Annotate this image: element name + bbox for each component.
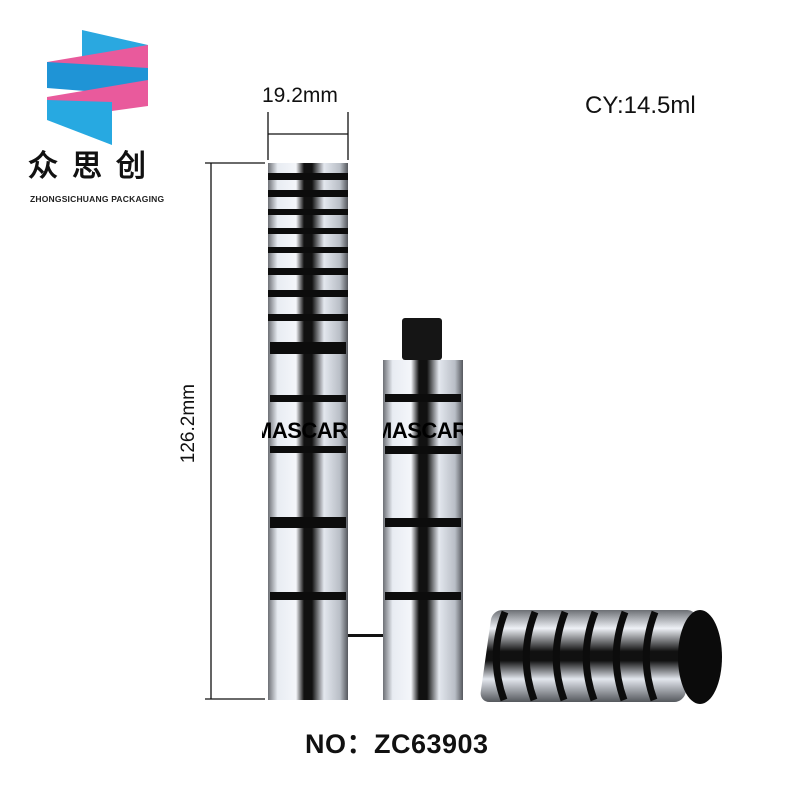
brand-logo <box>47 30 148 145</box>
cap-print: MASCAR <box>262 418 348 443</box>
mascara-bottle <box>383 360 463 700</box>
height-dimension: 126.2mm <box>178 384 199 464</box>
width-dimension: 19.2mm <box>262 84 338 107</box>
brand-name-cn: 众思创 <box>28 150 160 184</box>
capacity-label: CY:14.5ml <box>585 92 696 119</box>
cap-rings <box>268 173 348 600</box>
dimension-lines <box>205 112 349 700</box>
mascara-cap-lying <box>480 610 722 704</box>
bottle-rings <box>385 394 461 600</box>
mascara-wand <box>348 634 384 637</box>
model-number: NO：ZC63903 <box>305 729 489 759</box>
bottle-print: MASCAR <box>383 418 463 443</box>
bottle-neck <box>402 318 442 360</box>
brand-name-en: ZHONGSICHUANG PACKAGING <box>30 194 165 204</box>
